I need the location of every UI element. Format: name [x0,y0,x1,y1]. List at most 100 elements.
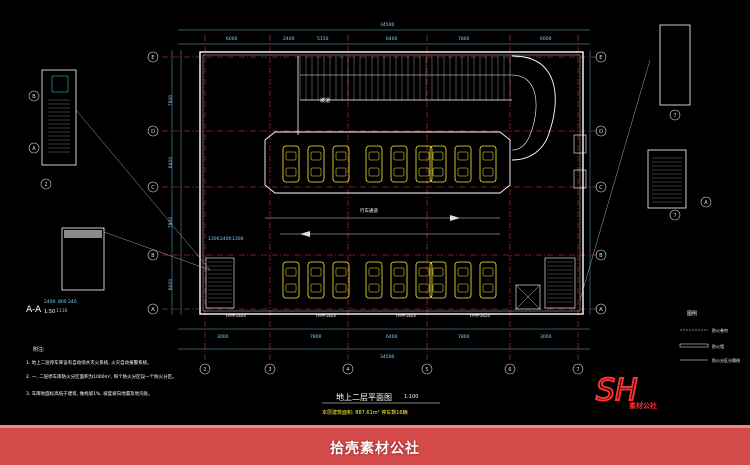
car-rear-window [310,283,322,293]
parked-car [282,145,300,183]
sh-logo-letters: SH [596,373,638,408]
legend-swatch-2 [679,343,709,348]
parked-car [365,261,383,299]
lane-label: 行车通道 [360,209,378,214]
car-windshield [368,151,380,161]
detail-bubble-label: 2 [44,182,47,188]
stair-right [544,257,576,309]
car-windshield [285,151,297,161]
grid-row-label-right: C [599,185,603,191]
grid-col-label: 2 [203,367,206,373]
car-windshield [418,151,430,161]
car-windshield [457,151,469,161]
grid-col-label: 6 [508,367,511,373]
fire-door-4: FM甲1824 [470,313,490,318]
fire-door-1: FM甲1824 [226,313,246,318]
top-dim-3: 5150 [317,37,329,42]
car-rear-window [285,283,297,293]
section-dim-3: 240 [68,300,77,305]
notes-title: 附注: [33,347,45,353]
car-body [332,145,350,183]
car-body [429,261,447,299]
bottom-dim-4: 7800 [458,335,470,340]
watermark-footer: 拾壳素材公社 [0,425,750,465]
wall-fixture [573,134,587,154]
car-body [479,145,497,183]
stair-dim-2: 2400 [220,237,232,242]
parked-car [307,145,325,183]
legend-item-2: 防火墙 [712,344,724,349]
grid-col-bubble [264,363,276,375]
section-label: A-A [26,305,42,315]
car-rear-window [482,283,494,293]
note-line-1: 1. 地上二层停车库设有自动喷水灭火系统, 火灾自动报警系统。 [26,361,152,366]
bottom-dim-2: 7800 [310,335,322,340]
detail-bubble-label: 7 [673,113,676,119]
ramp-label: 坡道 [320,98,331,104]
wall-fixture [573,169,587,189]
parked-car [479,261,497,299]
car-rear-window [393,167,405,177]
car-body [307,145,325,183]
detail-bubble-label: A [704,200,708,206]
stair-left [205,257,235,309]
car-rear-window [368,167,380,177]
car-windshield [335,151,347,161]
car-body [365,261,383,299]
detail-stair-left [41,69,77,166]
fire-door-2: FM甲1824 [316,313,336,318]
grid-col-bubble [572,363,584,375]
parked-car [307,261,325,299]
car-windshield [432,151,444,161]
detail-bubble [669,109,681,121]
parked-car [479,145,497,183]
car-windshield [432,267,444,277]
note-line-3: 3. 车库地面标高低于建筑, 做找坡1%, 坡度坡向地漏及地沟处。 [26,392,153,397]
detail-elevator [51,75,69,93]
bottom-dim-5: 3000 [540,335,552,340]
car-windshield [285,267,297,277]
car-rear-window [393,283,405,293]
car-rear-window [457,167,469,177]
bottom-dim-1: 3000 [217,335,229,340]
sh-logo: SH [595,372,639,409]
elevator [515,284,541,310]
grid-row-bubble-right [595,181,607,193]
grid-row-bubble [147,249,159,261]
car-body [332,261,350,299]
grid-row-label: D [151,129,155,135]
left-dim-4: 6000 [169,278,175,291]
car-windshield [335,267,347,277]
top-dim-1: 6000 [226,37,238,42]
grid-row-label: C [151,185,155,191]
car-body [415,261,433,299]
parking-cars [282,145,497,299]
left-dim-3: 7800 [169,216,175,229]
grid-row-label-right: A [599,307,603,313]
car-rear-window [310,167,322,177]
plan-scale: 1:100 [404,394,419,400]
car-body [454,261,472,299]
legend-item-3: 防火分区分隔线 [712,358,740,363]
overall-width-bottom: 34500 [380,355,395,360]
parked-car [332,145,350,183]
detail-leader [75,109,211,271]
car-windshield [393,151,405,161]
grid-row-label: B [151,253,155,259]
grid-row-bubble-right [595,51,607,63]
lane-arrow [450,215,460,221]
grid-col-bubble [504,363,516,375]
section-leader [103,231,211,271]
overall-width-top: 34500 [380,23,395,28]
grid-row-bubble [147,125,159,137]
section-slab [64,230,102,238]
car-windshield [393,267,405,277]
detail-bubble-label: 7 [673,213,676,219]
detail-right-stair [647,149,687,209]
car-rear-window [457,283,469,293]
parked-car [454,145,472,183]
footer-text: 拾壳素材公社 [330,441,420,457]
legend-item-1: 防火卷帘 [712,328,728,333]
grid-col-bubble [421,363,433,375]
